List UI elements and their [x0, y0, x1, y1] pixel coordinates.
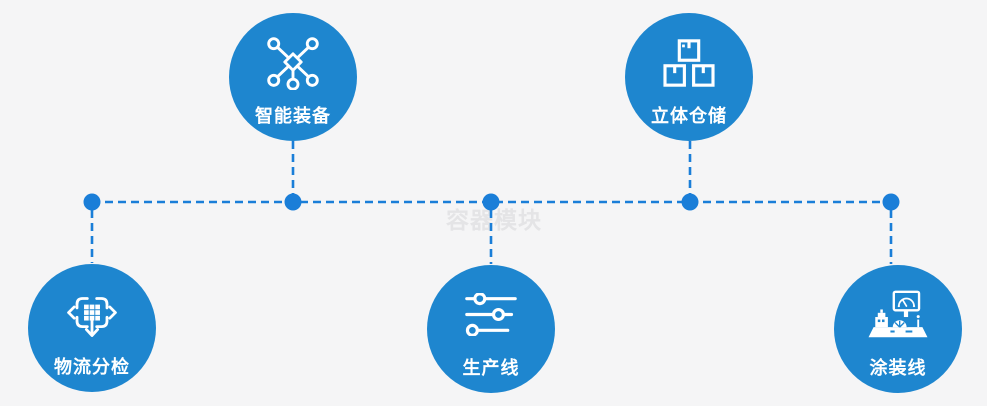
sliders-icon	[464, 285, 518, 345]
node-smart-equipment: 智能装备	[229, 13, 357, 141]
node-logistics-sorting: 物流分检	[28, 264, 156, 392]
stacked-boxes-icon	[663, 33, 715, 93]
connector-dot	[681, 193, 699, 211]
node-production-line: 生产线	[427, 265, 555, 393]
node-warehouse: 立体仓储	[625, 13, 753, 141]
connector-dot	[882, 193, 900, 211]
move-sort-icon	[62, 284, 122, 344]
machine-icon	[866, 285, 930, 345]
node-label: 生产线	[462, 357, 520, 378]
node-label: 物流分检	[54, 356, 130, 377]
connector-dot	[284, 193, 302, 211]
network-nodes-icon	[264, 33, 322, 93]
node-label: 涂装线	[869, 357, 927, 378]
node-painting-line: 涂装线	[834, 265, 962, 393]
watermark: 容器模块	[446, 207, 542, 233]
connector-dot	[83, 193, 101, 211]
node-label: 立体仓储	[651, 105, 727, 126]
node-label: 智能装备	[255, 105, 331, 126]
